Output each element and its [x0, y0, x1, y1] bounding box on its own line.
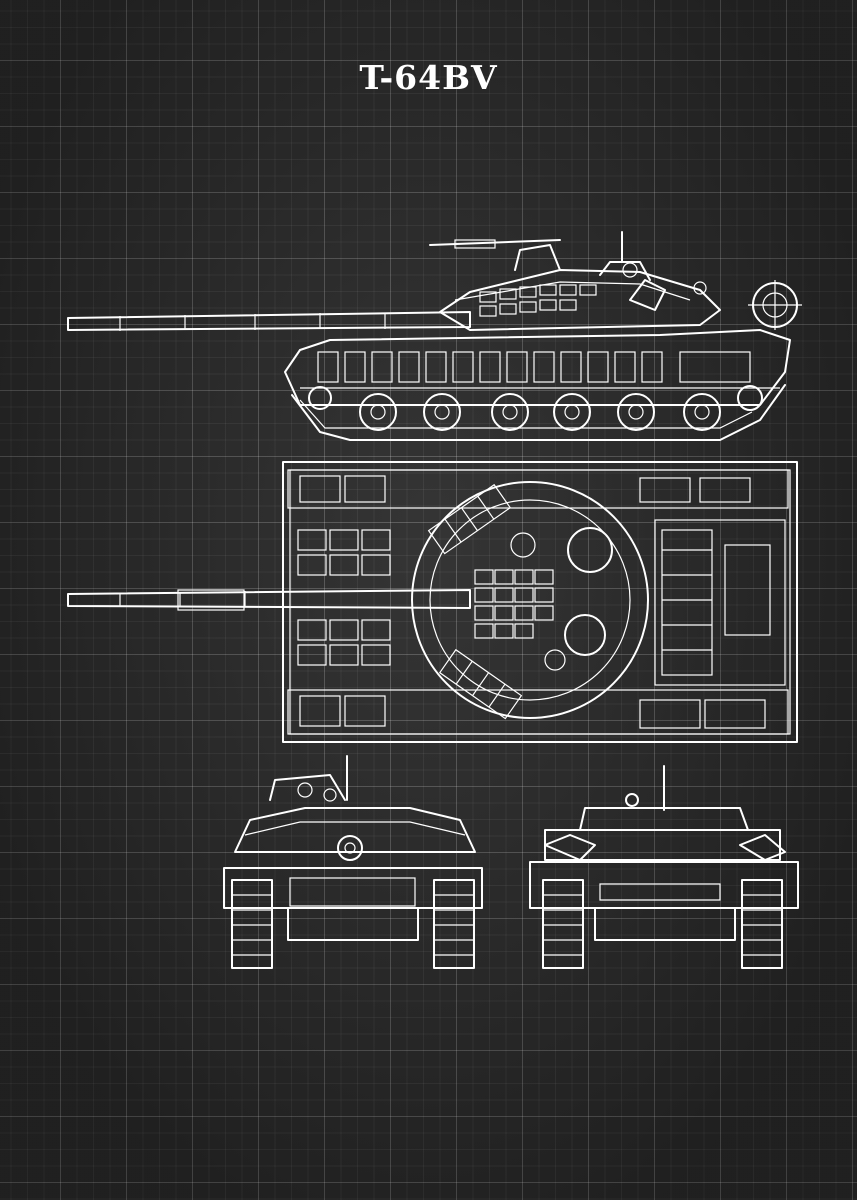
side-view	[67, 231, 802, 441]
front-view	[223, 755, 483, 969]
rear-view	[529, 765, 799, 969]
poster-title: T-64BV	[359, 58, 498, 97]
top-view	[67, 461, 798, 743]
